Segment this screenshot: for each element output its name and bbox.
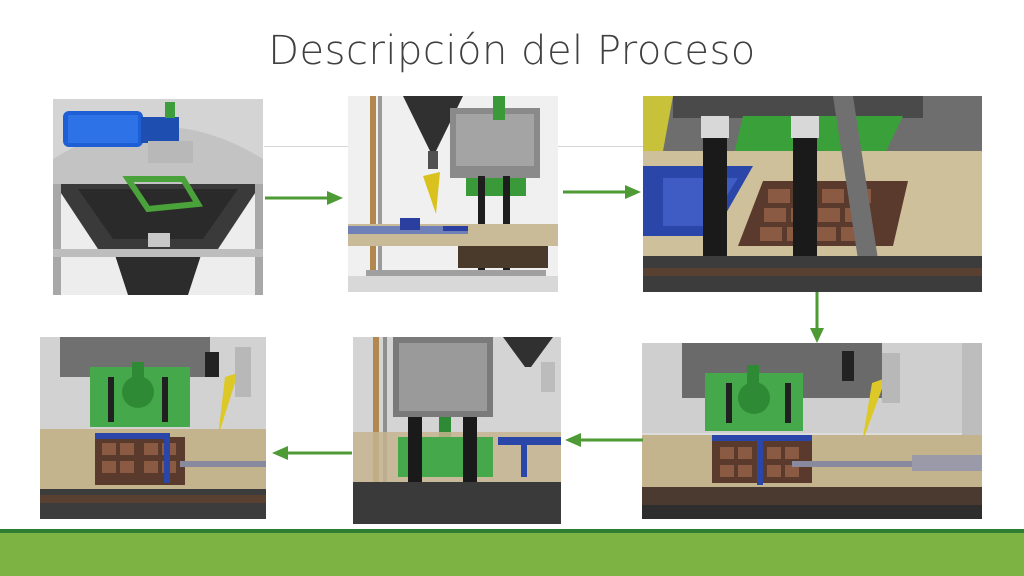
- arrow-left-icon: [565, 433, 643, 447]
- brick-ejection-image: [40, 337, 266, 519]
- mold-pistons-closeup-render: [643, 96, 982, 292]
- compaction-image: [642, 343, 982, 519]
- arrow-left-icon: [272, 446, 352, 460]
- footer-band: [0, 533, 1024, 576]
- arrow-right-icon: [563, 185, 641, 199]
- mold-closeup-image: [643, 96, 982, 292]
- press-head-render: [353, 337, 561, 524]
- arrow-down-icon: [810, 292, 824, 343]
- feeder-press-render: [348, 96, 558, 292]
- compaction-piston-render: [642, 343, 982, 519]
- mixer-hopper-render: [53, 99, 263, 295]
- footer-accent-line: [0, 529, 1024, 533]
- feeder-press-image: [348, 96, 558, 292]
- brick-ejection-render: [40, 337, 266, 519]
- mixer-hopper-image: [53, 99, 263, 295]
- page-title: Descripción del Proceso: [268, 28, 756, 74]
- arrow-right-icon: [265, 191, 343, 205]
- press-head-image: [353, 337, 561, 524]
